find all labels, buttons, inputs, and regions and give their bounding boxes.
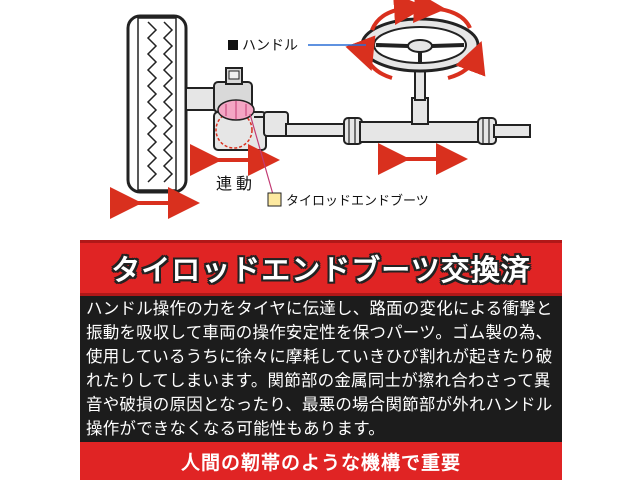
boot-marker-square: [267, 192, 282, 207]
handle-label: ハンドル: [242, 38, 298, 54]
tire-illustration: [126, 14, 188, 194]
steering-column: [411, 55, 429, 125]
wheel-rotation-arrows: [345, 0, 486, 80]
boot-label: タイロッドエンドブーツ: [286, 193, 429, 209]
handle-marker-square: [228, 40, 238, 50]
steering-diagram: ハンドル 連動 タイロッドエンドブーツ: [110, 0, 531, 219]
description-line: れたりしてしまいます。関節部の金属同士が擦れ合わさって異: [86, 371, 551, 390]
description-line: 使用しているうちに徐々に摩耗していきひび割れが起きたり破: [86, 347, 553, 366]
description-line: 操作ができなくなる可能性もあります。: [86, 419, 385, 438]
footer-text: 人間の靭帯のような機構で重要: [180, 451, 461, 474]
steering-wheel: [360, 17, 480, 73]
title-banner: タイロッドエンドブーツ交換済: [80, 240, 562, 296]
description-line: ハンドル操作の力をタイヤに伝達し、路面の変化による衝撃と: [86, 299, 553, 318]
steering-rack: [254, 111, 531, 145]
description-line: 振動を吸収して車両の操作安定性を保つパーツ。ゴム製の為、: [86, 323, 553, 342]
linkage-label: 連動: [216, 174, 256, 193]
description-line: 音や破損の原因となったり、最悪の場合関節部が外れハンドル: [86, 395, 553, 414]
banner-title: タイロッドエンドブーツ交換済: [111, 253, 531, 287]
description-box: ハンドル操作の力をタイヤに伝達し、路面の変化による衝撃と 振動を吸収して車両の操…: [80, 296, 562, 442]
movement-arrows: [110, 143, 468, 219]
tie-rod-boot: [217, 99, 255, 121]
footer-banner: 人間の靭帯のような機構で重要: [80, 442, 562, 480]
boot-pointer-line: [249, 113, 275, 199]
